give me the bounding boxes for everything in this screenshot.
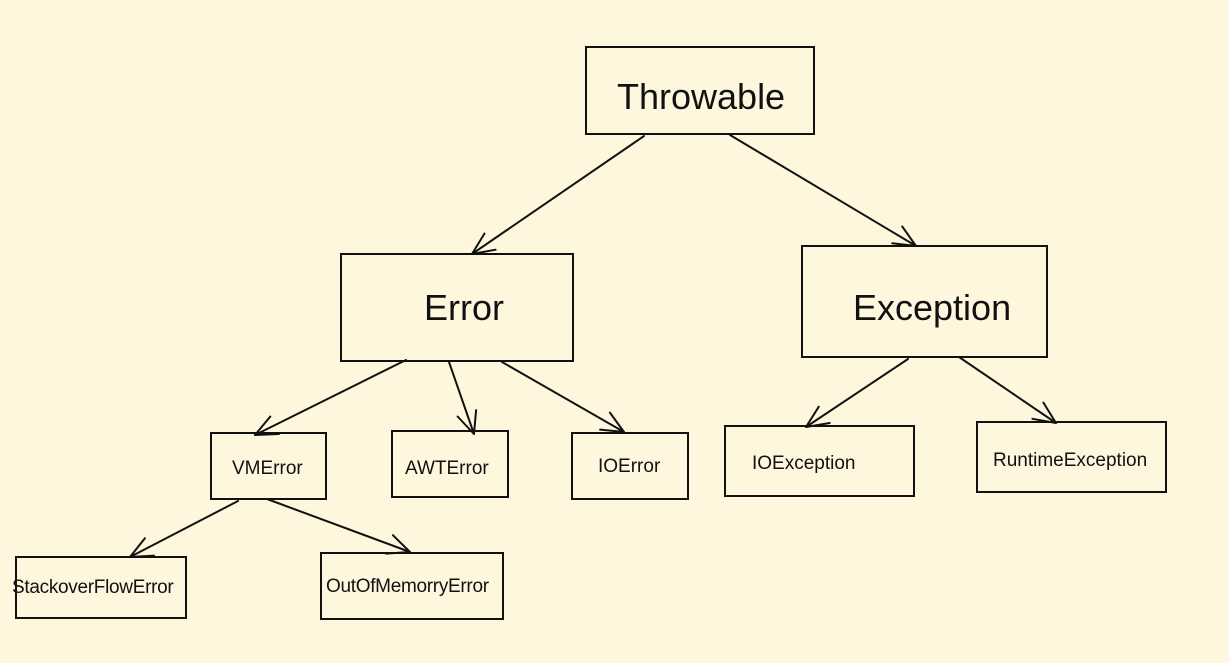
node-ioerror-box	[571, 432, 689, 500]
node-ioexception-label: IOException	[752, 453, 856, 474]
node-exception-box	[801, 245, 1048, 358]
node-throwable-label: Throwable	[617, 76, 786, 117]
node-runtimeexception-label: RuntimeException	[993, 450, 1148, 471]
node-vmerror-label: VMError	[232, 458, 303, 479]
node-stackoverflowerror-box	[15, 556, 187, 619]
node-stackoverflowerror-label: StackoverFlowError	[12, 577, 174, 598]
edge-exception-runtimeexception	[958, 356, 1057, 424]
edge-vmerror-stackoverflowerror	[129, 500, 239, 558]
node-outofmemoryerror-label: OutOfMemorryError	[326, 576, 489, 597]
arrowhead	[254, 415, 280, 436]
edge-line	[729, 134, 917, 247]
edge-throwable-error	[471, 135, 645, 255]
node-awterror-label: AWTError	[405, 458, 489, 479]
edge-error-awterror	[448, 361, 478, 435]
edge-line	[501, 361, 625, 433]
edge-line	[266, 498, 411, 553]
arrowhead	[805, 405, 831, 428]
edge-line	[958, 356, 1057, 424]
node-error-label: Error	[424, 287, 504, 328]
edge-line	[471, 135, 645, 255]
node-runtimeexception-box	[976, 421, 1167, 493]
node-vmerror-box	[210, 432, 327, 500]
arrowhead	[456, 409, 478, 435]
edge-line	[254, 359, 407, 436]
edge-line	[805, 358, 909, 428]
node-awterror-box	[391, 430, 509, 498]
node-exception-label: Exception	[853, 287, 1012, 328]
edge-throwable-exception	[729, 134, 917, 247]
node-ioerror-label: IOError	[598, 456, 661, 477]
edge-vmerror-outofmemoryerror	[266, 498, 411, 555]
edge-error-vmerror	[254, 359, 407, 436]
node-error-box	[340, 253, 574, 362]
edge-line	[448, 361, 475, 435]
node-throwable-box	[585, 46, 815, 135]
edge-line	[129, 500, 239, 558]
edge-error-ioerror	[501, 361, 625, 433]
arrowhead	[1031, 401, 1057, 424]
node-ioexception-box	[724, 425, 915, 497]
edge-exception-ioexception	[805, 358, 909, 428]
node-outofmemoryerror-box	[320, 552, 504, 620]
